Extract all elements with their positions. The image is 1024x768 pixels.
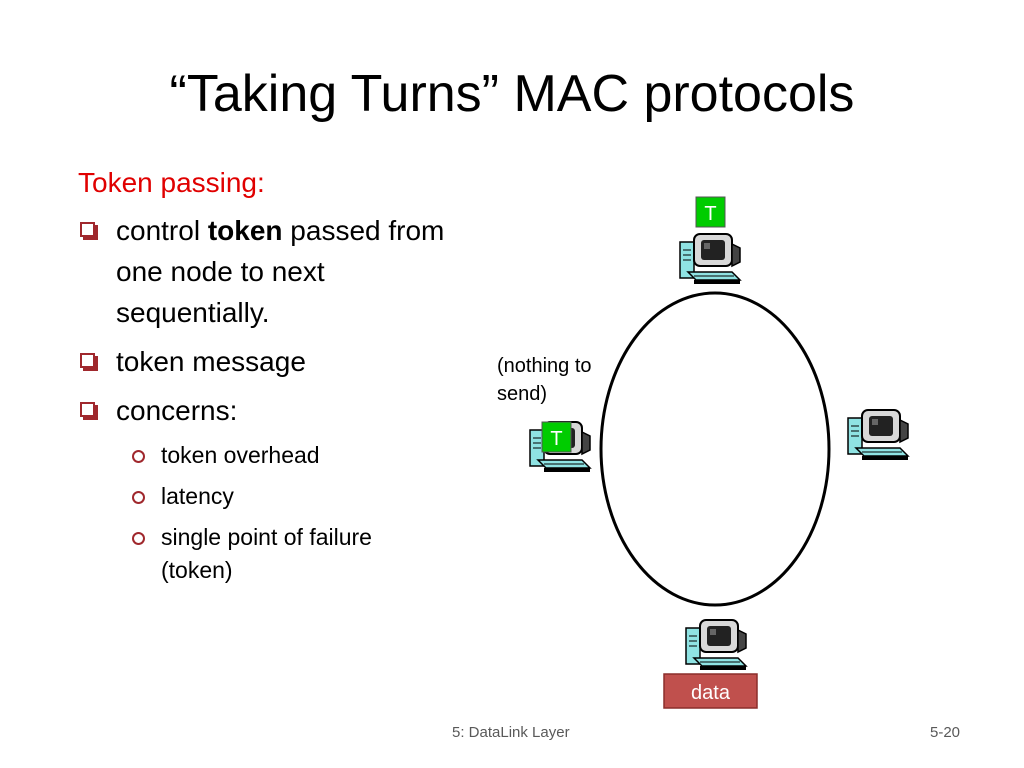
bullet-concerns: concerns: [78, 390, 448, 431]
bullet-control-token: control token passed from one node to ne… [78, 210, 448, 333]
token-label-top: T [704, 203, 716, 225]
token-label-left: T [550, 428, 562, 450]
data-frame-label: data [691, 682, 731, 704]
ring-link [599, 291, 831, 607]
slide-title: “Taking Turns” MAC protocols [169, 65, 855, 123]
computer-right-icon [847, 409, 909, 461]
footer-chapter: 5: DataLink Layer [452, 724, 570, 741]
sub-bullet-latency: latency [78, 480, 448, 513]
square-bullet-icon [80, 402, 95, 417]
computer-bottom-icon [685, 619, 747, 671]
bullet-list: control token passed from one node to ne… [78, 210, 448, 595]
sub-bullet-failure: single point of failure (token) [78, 521, 448, 587]
square-bullet-icon [80, 222, 95, 237]
data-frame-box [663, 673, 758, 709]
square-bullet-icon [80, 353, 95, 368]
ring-bullet-icon [132, 491, 145, 504]
bold-token-word: token [207, 215, 283, 246]
sub-bullet-overhead: token overhead [78, 439, 448, 472]
ring-bullet-icon [132, 450, 145, 463]
ring-bullet-icon [132, 532, 145, 545]
computer-top-icon [679, 233, 741, 285]
token-box-left [541, 421, 572, 453]
section-heading: Token passing: [78, 167, 265, 198]
nothing-to-send-note: (nothing to send) [497, 355, 592, 405]
footer-page-number: 5-20 [930, 724, 961, 741]
bullet-token-message: token message [78, 341, 448, 382]
token-box-top [695, 196, 726, 228]
